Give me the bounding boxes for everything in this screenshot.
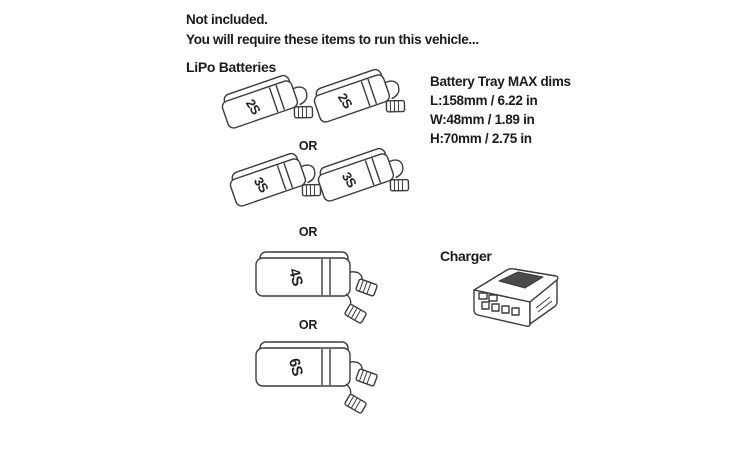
requirements-note: You will require these items to run this… bbox=[186, 32, 479, 47]
tray-width-dim: W:48mm / 1.89 in bbox=[430, 112, 535, 127]
tray-length-dim: L:158mm / 6.22 in bbox=[430, 93, 538, 108]
charger-illustration bbox=[473, 267, 559, 327]
charger-heading: Charger bbox=[440, 248, 492, 264]
battery-capacity-label: 6S bbox=[285, 357, 306, 378]
battery-2s-illustration-2: 2S bbox=[310, 62, 409, 139]
charger-button bbox=[491, 303, 500, 312]
or-separator-1: OR bbox=[298, 139, 318, 153]
charger-vents bbox=[535, 296, 553, 313]
charger-button bbox=[511, 307, 520, 316]
charger-port bbox=[488, 294, 498, 302]
or-separator-2: OR bbox=[298, 225, 318, 239]
charger-port bbox=[478, 292, 488, 300]
charger-screen bbox=[498, 271, 544, 289]
charger-button bbox=[481, 301, 490, 310]
charger-button bbox=[501, 305, 510, 314]
battery-4s-illustration: 4S bbox=[255, 251, 379, 325]
battery-6s-illustration: 6S bbox=[255, 341, 379, 415]
battery-3s-illustration-1: 3S bbox=[226, 146, 325, 223]
not-included-note: Not included. bbox=[186, 12, 268, 27]
intro-note: Not included. You will require these ite… bbox=[186, 10, 479, 50]
battery-tray-dims: Battery Tray MAX dims L:158mm / 6.22 in … bbox=[430, 72, 571, 148]
battery-capacity-label: 4S bbox=[285, 267, 306, 288]
lipo-batteries-heading: LiPo Batteries bbox=[186, 59, 276, 75]
battery-2s-illustration-1: 2S bbox=[218, 68, 317, 145]
or-separator-3: OR bbox=[298, 318, 318, 332]
tray-height-dim: H:70mm / 2.75 in bbox=[430, 131, 532, 146]
battery-3s-illustration-2: 3S bbox=[314, 141, 413, 218]
battery-tray-dims-heading: Battery Tray MAX dims bbox=[430, 74, 571, 89]
